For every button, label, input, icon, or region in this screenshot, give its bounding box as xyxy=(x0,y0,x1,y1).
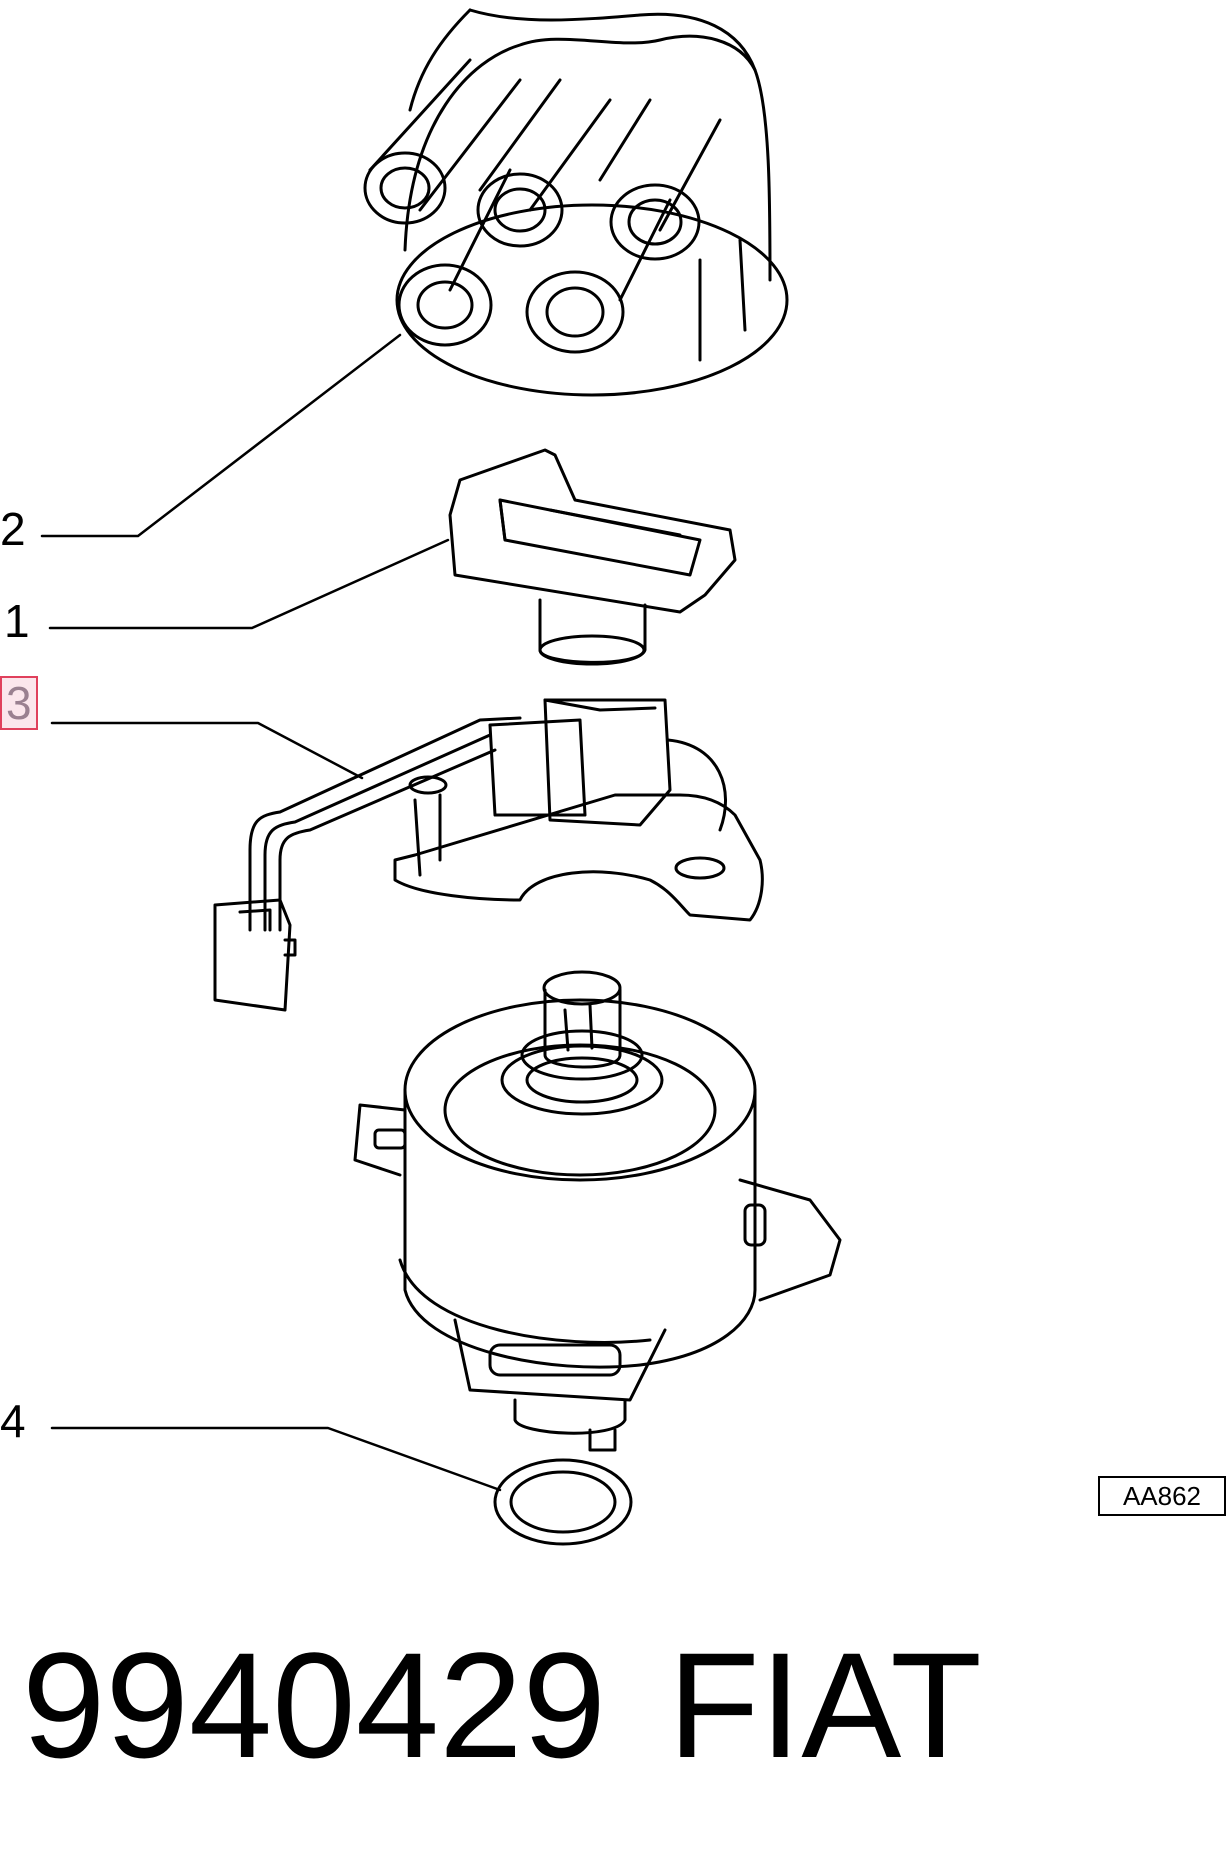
rotor xyxy=(448,448,737,666)
leader-line-4 xyxy=(50,1426,502,1492)
distributor-cap xyxy=(363,8,789,397)
callout-3[interactable]: 3 xyxy=(0,676,38,730)
callout-4[interactable]: 4 xyxy=(0,1395,26,1447)
leader-lines xyxy=(40,333,502,1492)
leader-line-3 xyxy=(50,721,364,780)
leader-line-2 xyxy=(40,333,402,538)
callout-2[interactable]: 2 xyxy=(0,503,26,555)
pickup-sensor xyxy=(213,698,764,1012)
leader-line-1 xyxy=(48,538,450,630)
part-number: 9940429 xyxy=(22,1621,606,1789)
callout-1[interactable]: 1 xyxy=(4,595,30,647)
reference-code-box: AA862 xyxy=(1098,1476,1226,1516)
o-ring xyxy=(493,1458,633,1546)
distributor-body xyxy=(353,970,842,1452)
brand-name: FIAT xyxy=(668,1621,982,1789)
